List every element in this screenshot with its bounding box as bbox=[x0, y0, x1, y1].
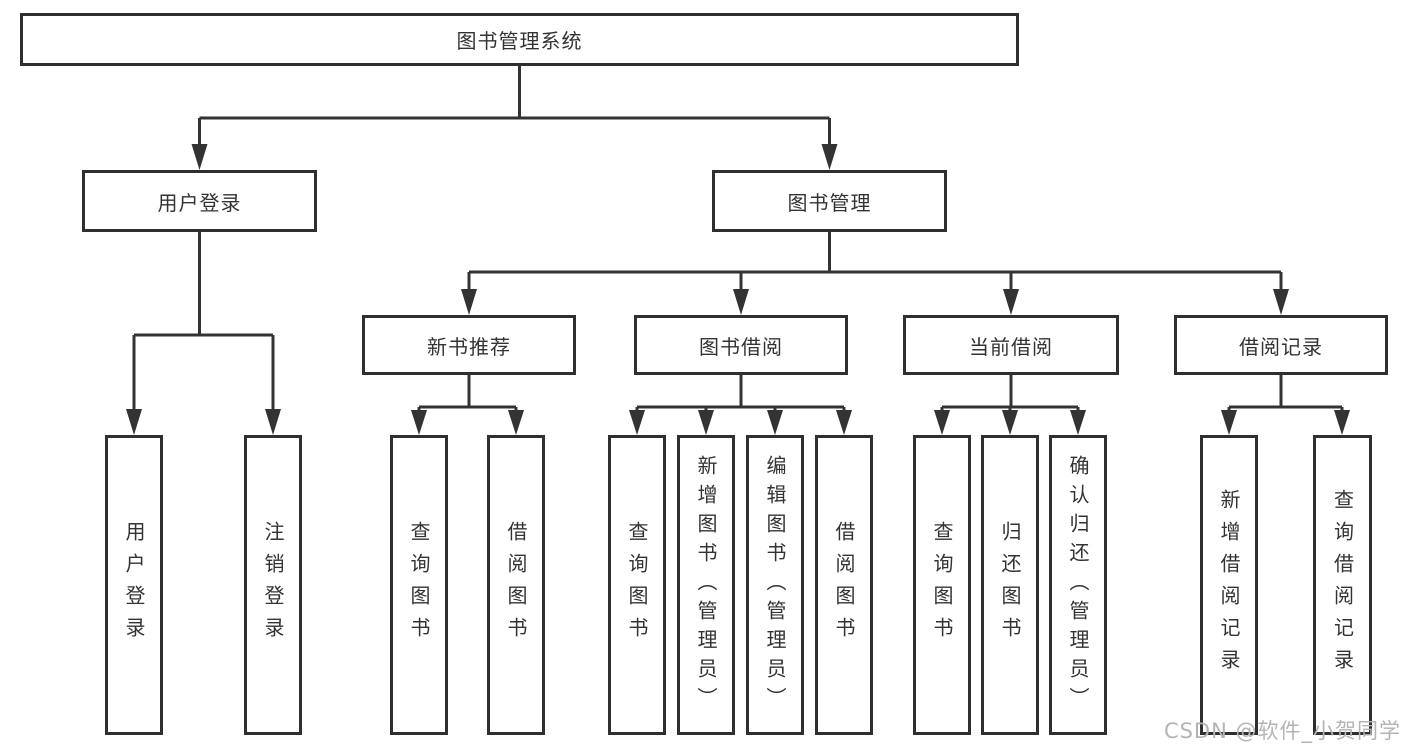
node-label: 查询图书 bbox=[625, 521, 649, 649]
arrowheads-level3 bbox=[461, 289, 1289, 315]
node-new-book-recommend: 新书推荐 bbox=[362, 315, 576, 375]
node-label: 用户登录 bbox=[122, 521, 146, 649]
node-label: 图书借阅 bbox=[699, 334, 783, 359]
node-label: 图书管理 bbox=[787, 190, 872, 215]
arrowheads-user-login-children bbox=[126, 409, 281, 435]
node-book-management: 图书管理 bbox=[712, 170, 947, 232]
node-label: 查询借阅记录 bbox=[1330, 489, 1355, 681]
leaf-borrow-query: 查询图书 bbox=[608, 435, 666, 735]
leaf-recommend-borrow: 借阅图书 bbox=[487, 435, 545, 735]
leaf-records-add: 新增借阅记录 bbox=[1200, 435, 1258, 735]
leaf-current-confirm: 确认归还（管理员） bbox=[1049, 435, 1107, 735]
node-label: 新书推荐 bbox=[427, 334, 511, 359]
node-label: 新增图书（管理员） bbox=[694, 454, 718, 716]
node-label: 用户登录 bbox=[157, 190, 242, 215]
leaf-borrow-add: 新增图书（管理员） bbox=[677, 435, 735, 735]
leaf-current-return: 归还图书 bbox=[981, 435, 1039, 735]
node-label: 当前借阅 bbox=[969, 334, 1053, 359]
node-label: 借阅图书 bbox=[832, 521, 856, 649]
node-label: 图书管理系统 bbox=[456, 29, 583, 53]
node-current-borrow: 当前借阅 bbox=[903, 315, 1119, 375]
node-label: 借阅记录 bbox=[1239, 334, 1323, 359]
node-label: 查询图书 bbox=[930, 521, 954, 649]
leaf-recommend-query: 查询图书 bbox=[390, 435, 448, 735]
node-label: 查询图书 bbox=[407, 521, 431, 649]
leaf-current-query: 查询图书 bbox=[913, 435, 971, 735]
leaf-records-query: 查询借阅记录 bbox=[1313, 435, 1372, 735]
node-label: 编辑图书（管理员） bbox=[763, 454, 787, 716]
node-label: 确认归还（管理员） bbox=[1066, 454, 1090, 716]
leaf-login-login: 用户登录 bbox=[105, 435, 163, 735]
connector-root-to-level2 bbox=[198, 66, 831, 146]
arrowheads-leaves bbox=[411, 410, 1350, 435]
arrowheads-level2 bbox=[191, 144, 838, 170]
node-label: 新增借阅记录 bbox=[1217, 489, 1241, 681]
node-user-login: 用户登录 bbox=[82, 170, 317, 232]
leaf-login-logout: 注销登录 bbox=[244, 435, 302, 735]
leaf-borrow-borrow: 借阅图书 bbox=[815, 435, 873, 735]
node-book-borrow: 图书借阅 bbox=[634, 315, 848, 375]
connector-leaf-rows bbox=[417, 375, 1344, 411]
node-borrow-records: 借阅记录 bbox=[1174, 315, 1388, 375]
node-label: 注销登录 bbox=[261, 521, 285, 649]
connector-book-management-children bbox=[467, 232, 1283, 291]
node-label: 归还图书 bbox=[998, 521, 1022, 649]
connector-user-login-children bbox=[132, 232, 275, 411]
node-root: 图书管理系统 bbox=[20, 13, 1019, 66]
leaf-borrow-edit: 编辑图书（管理员） bbox=[746, 435, 804, 735]
node-label: 借阅图书 bbox=[504, 521, 528, 649]
